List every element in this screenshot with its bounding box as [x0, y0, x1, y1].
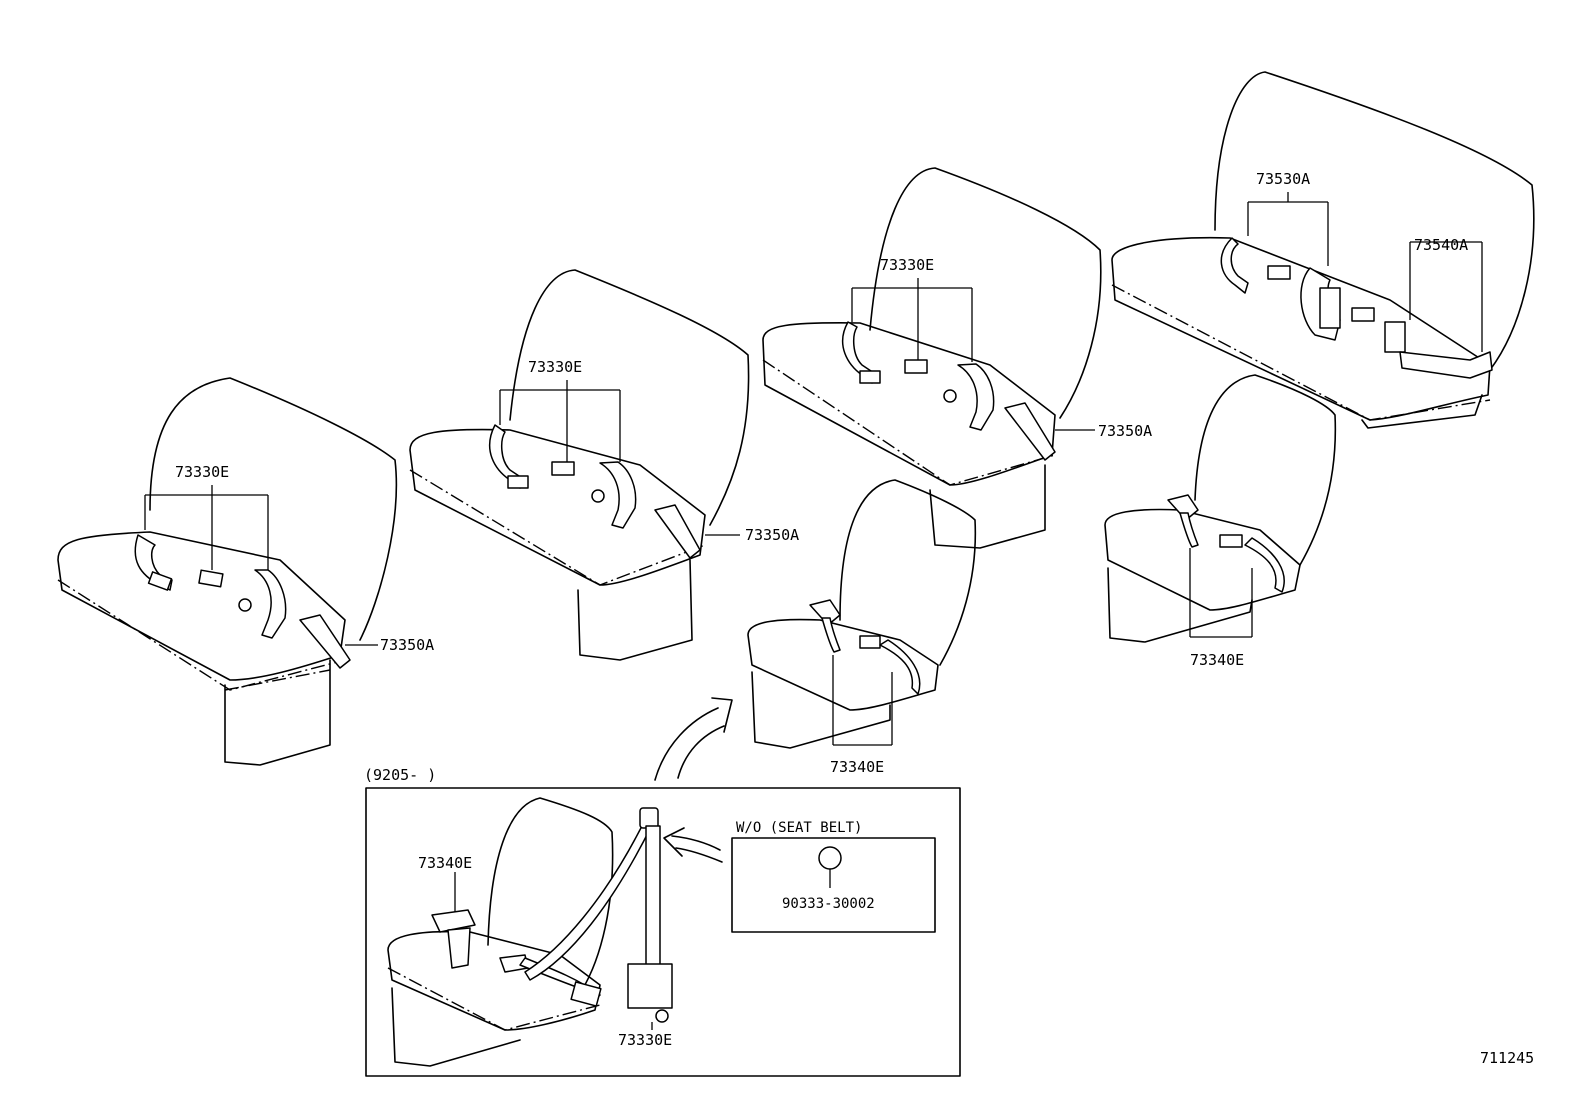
callout-73340E-front-right: 73340E: [1190, 651, 1244, 669]
inset-date-range: (9205- ): [364, 766, 436, 784]
rear-bench-seat: [1111, 71, 1535, 429]
bench-seat-2: [409, 269, 750, 661]
callout-73350A-seat1: 73350A: [380, 636, 434, 654]
callout-73540A: 73540A: [1414, 236, 1468, 254]
bench-seat-3: [762, 167, 1102, 549]
bench-seat-1: [57, 377, 398, 766]
callout-73350A-seat2: 73350A: [745, 526, 799, 544]
plug-note-title: W/O (SEAT BELT): [736, 820, 862, 836]
callout-73350A-seat3: 73350A: [1098, 422, 1152, 440]
callout-73340E-front-middle: 73340E: [830, 758, 884, 776]
front-seat-right: [1104, 374, 1337, 643]
callout-73330E-seat1: 73330E: [175, 463, 229, 481]
hole-plug-icon: [818, 846, 842, 870]
callout-90333-30002: 90333-30002: [782, 896, 875, 912]
callout-73330E-inset: 73330E: [618, 1031, 672, 1049]
pointer-arrow-to-inset: [654, 697, 733, 781]
plug-note-box: W/O (SEAT BELT) 90333-30002: [731, 820, 936, 933]
figure-id: 711245: [1480, 1049, 1534, 1067]
callout-73340E-inset: 73340E: [418, 854, 472, 872]
callout-73330E-seat3: 73330E: [880, 256, 934, 274]
callout-73330E-seat2: 73330E: [528, 358, 582, 376]
front-seat-middle: [747, 479, 977, 749]
callout-73530A: 73530A: [1256, 170, 1310, 188]
inset-panel: (9205- ) 73340E 73330E W/O (SEAT BELT): [364, 766, 961, 1077]
